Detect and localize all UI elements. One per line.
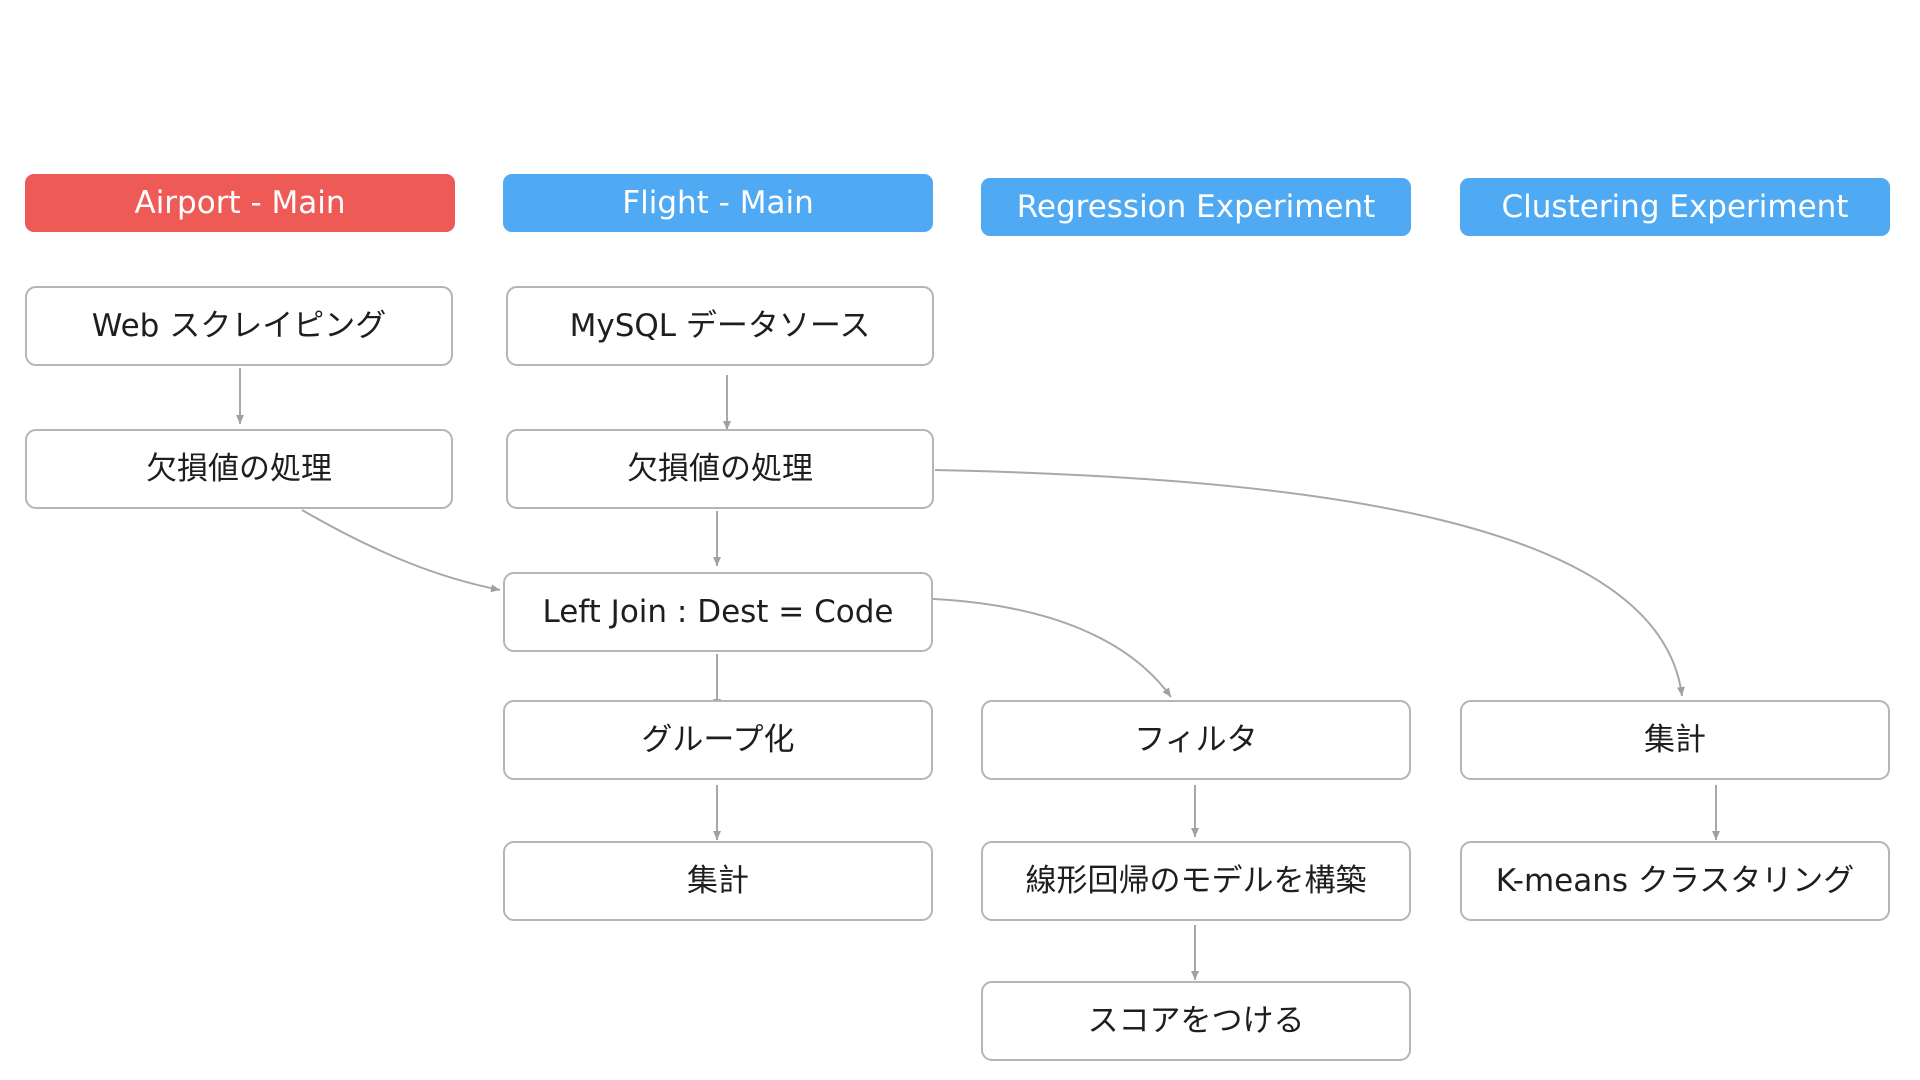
edge-flight-missing-to-clustering-aggregate: [934, 469, 1685, 697]
node-flight-mysql-source[interactable]: MySQL データソース: [506, 286, 934, 366]
column-header-flight-main: Flight - Main: [503, 174, 933, 232]
node-regression-filter[interactable]: フィルタ: [981, 700, 1411, 780]
node-flight-group-by[interactable]: グループ化: [503, 700, 933, 780]
node-flight-aggregate[interactable]: 集計: [503, 841, 933, 921]
column-header-regression-experiment: Regression Experiment: [981, 178, 1411, 236]
edge-airport-missing-to-join: [301, 509, 501, 593]
column-header-airport-main: Airport - Main: [25, 174, 455, 232]
node-airport-missing-values[interactable]: 欠損値の処理: [25, 429, 453, 509]
node-clustering-kmeans[interactable]: K-means クラスタリング: [1460, 841, 1890, 921]
node-regression-score[interactable]: スコアをつける: [981, 981, 1411, 1061]
column-header-clustering-experiment: Clustering Experiment: [1460, 178, 1890, 236]
node-flight-missing-values[interactable]: 欠損値の処理: [506, 429, 934, 509]
node-clustering-aggregate[interactable]: 集計: [1460, 700, 1890, 780]
edge-join-to-filter: [932, 598, 1172, 698]
node-flight-left-join[interactable]: Left Join : Dest = Code: [503, 572, 933, 652]
node-airport-web-scraping[interactable]: Web スクレイピング: [25, 286, 453, 366]
node-regression-build-model[interactable]: 線形回帰のモデルを構築: [981, 841, 1411, 921]
